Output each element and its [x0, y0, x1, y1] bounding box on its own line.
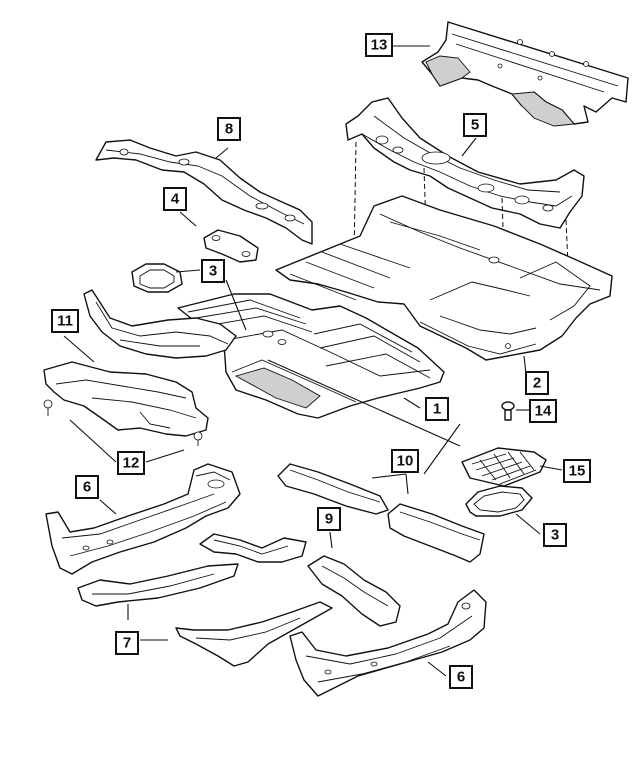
callout-10-label: 10	[397, 453, 414, 470]
callout-1: 1	[425, 397, 449, 421]
part-12-insulator-pad	[43, 361, 209, 446]
part-15-grille-plate	[461, 447, 547, 487]
callout-1-label: 1	[433, 401, 441, 418]
callout-5: 5	[463, 113, 487, 137]
part-7-upper-sill-reinforcement	[77, 563, 239, 607]
part-13-rear-crossmember-panel	[421, 21, 629, 127]
callout-5-label: 5	[471, 117, 479, 134]
part-3-upper-gasket	[131, 263, 183, 293]
callout-9: 9	[317, 507, 341, 531]
part-4-plate	[203, 229, 259, 263]
part-6-left-sill-panel	[45, 463, 241, 575]
part-9-upper-crossmember	[199, 533, 307, 563]
callout-15: 15	[563, 459, 591, 483]
callout-11: 11	[51, 309, 79, 333]
callout-3-lower: 3	[543, 523, 567, 547]
callout-13: 13	[365, 33, 393, 57]
callout-8-label: 8	[225, 121, 233, 138]
callout-4-label: 4	[171, 191, 180, 208]
part-6-right-sill-panel	[289, 589, 487, 697]
part-5-rear-crossmember	[345, 97, 585, 229]
part-8-floor-reinforcement	[95, 139, 313, 245]
callout-4: 4	[163, 187, 187, 211]
callout-2: 2	[525, 371, 549, 395]
callout-7-label: 7	[123, 635, 131, 652]
callout-9-label: 9	[325, 511, 333, 528]
callout-11-label: 11	[57, 313, 73, 330]
callout-10: 10	[391, 449, 419, 473]
part-3-lower-gasket	[465, 485, 533, 517]
alignment-line-2	[423, 167, 429, 291]
part-2-rear-floor-pan	[275, 195, 613, 361]
callout-14: 14	[529, 399, 557, 423]
callout-3-upper: 3	[201, 259, 225, 283]
leader-lines	[63, 45, 563, 677]
callout-12: 12	[117, 451, 145, 475]
alignment-line-1	[353, 141, 357, 257]
callout-8: 8	[217, 117, 241, 141]
callout-14-label: 14	[535, 403, 552, 420]
callout-7: 7	[115, 631, 139, 655]
part-10-front-crossmember	[277, 463, 389, 515]
callout-2-label: 2	[533, 375, 541, 392]
part-1-front-floor-pan	[177, 293, 445, 419]
callout-13-label: 13	[371, 37, 388, 54]
callout-3-lower-label: 3	[551, 527, 559, 544]
callout-15-label: 15	[569, 463, 586, 480]
callout-6-right: 6	[449, 665, 473, 689]
callout-6-right-label: 6	[457, 669, 465, 686]
part-7-lower-sill-reinforcement	[175, 601, 333, 667]
part-9-lower-crossmember	[307, 555, 401, 627]
callout-6-left: 6	[75, 475, 99, 499]
part-14-bolt	[501, 401, 515, 421]
callout-6-left-label: 6	[83, 479, 91, 496]
callout-3-upper-label: 3	[209, 263, 217, 280]
part-11-floor-extension	[83, 289, 237, 359]
callout-12-label: 12	[123, 455, 140, 472]
part-10-rear-crossmember	[387, 503, 485, 563]
